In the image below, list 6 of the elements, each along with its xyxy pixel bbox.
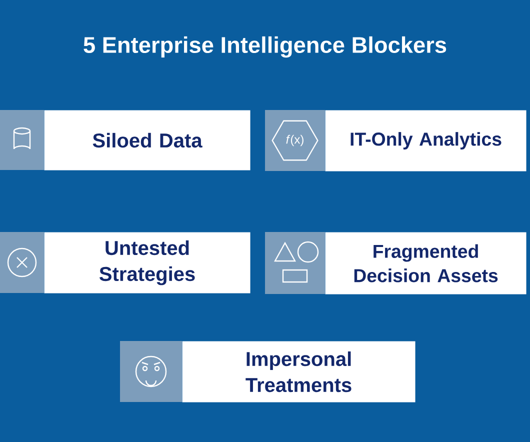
blocker-box: Impersonal Treatments — [182, 341, 416, 402]
title: 5 Enterprise Intelligence Blockers — [84, 36, 446, 58]
blocker-box: Siloed Data — [44, 110, 250, 170]
blocker-box: Untested Strategies — [44, 232, 250, 294]
blocker-box: IT-Only Analytics — [325, 110, 526, 172]
blocker-box: Fragmented Decision Assets — [325, 232, 526, 294]
